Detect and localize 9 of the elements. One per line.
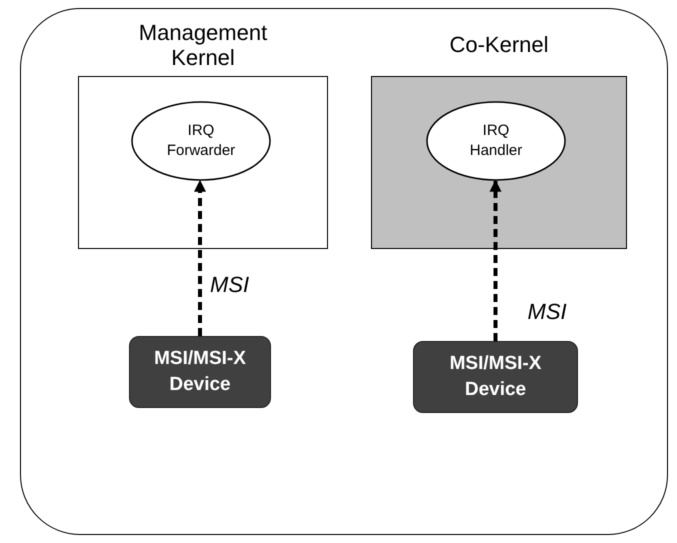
arrow bbox=[194, 180, 206, 336]
process-label: IRQ Handler bbox=[468, 120, 524, 161]
kernel-title: Management Kernel bbox=[138, 18, 268, 72]
device-box: MSI/MSI-X Device bbox=[129, 336, 271, 408]
device-box: MSI/MSI-X Device bbox=[413, 341, 578, 413]
process-label: IRQ Forwarder bbox=[166, 120, 236, 161]
kernel-title: Co-Kernel bbox=[448, 31, 550, 60]
outer-container bbox=[20, 8, 668, 535]
arrow bbox=[490, 180, 502, 341]
